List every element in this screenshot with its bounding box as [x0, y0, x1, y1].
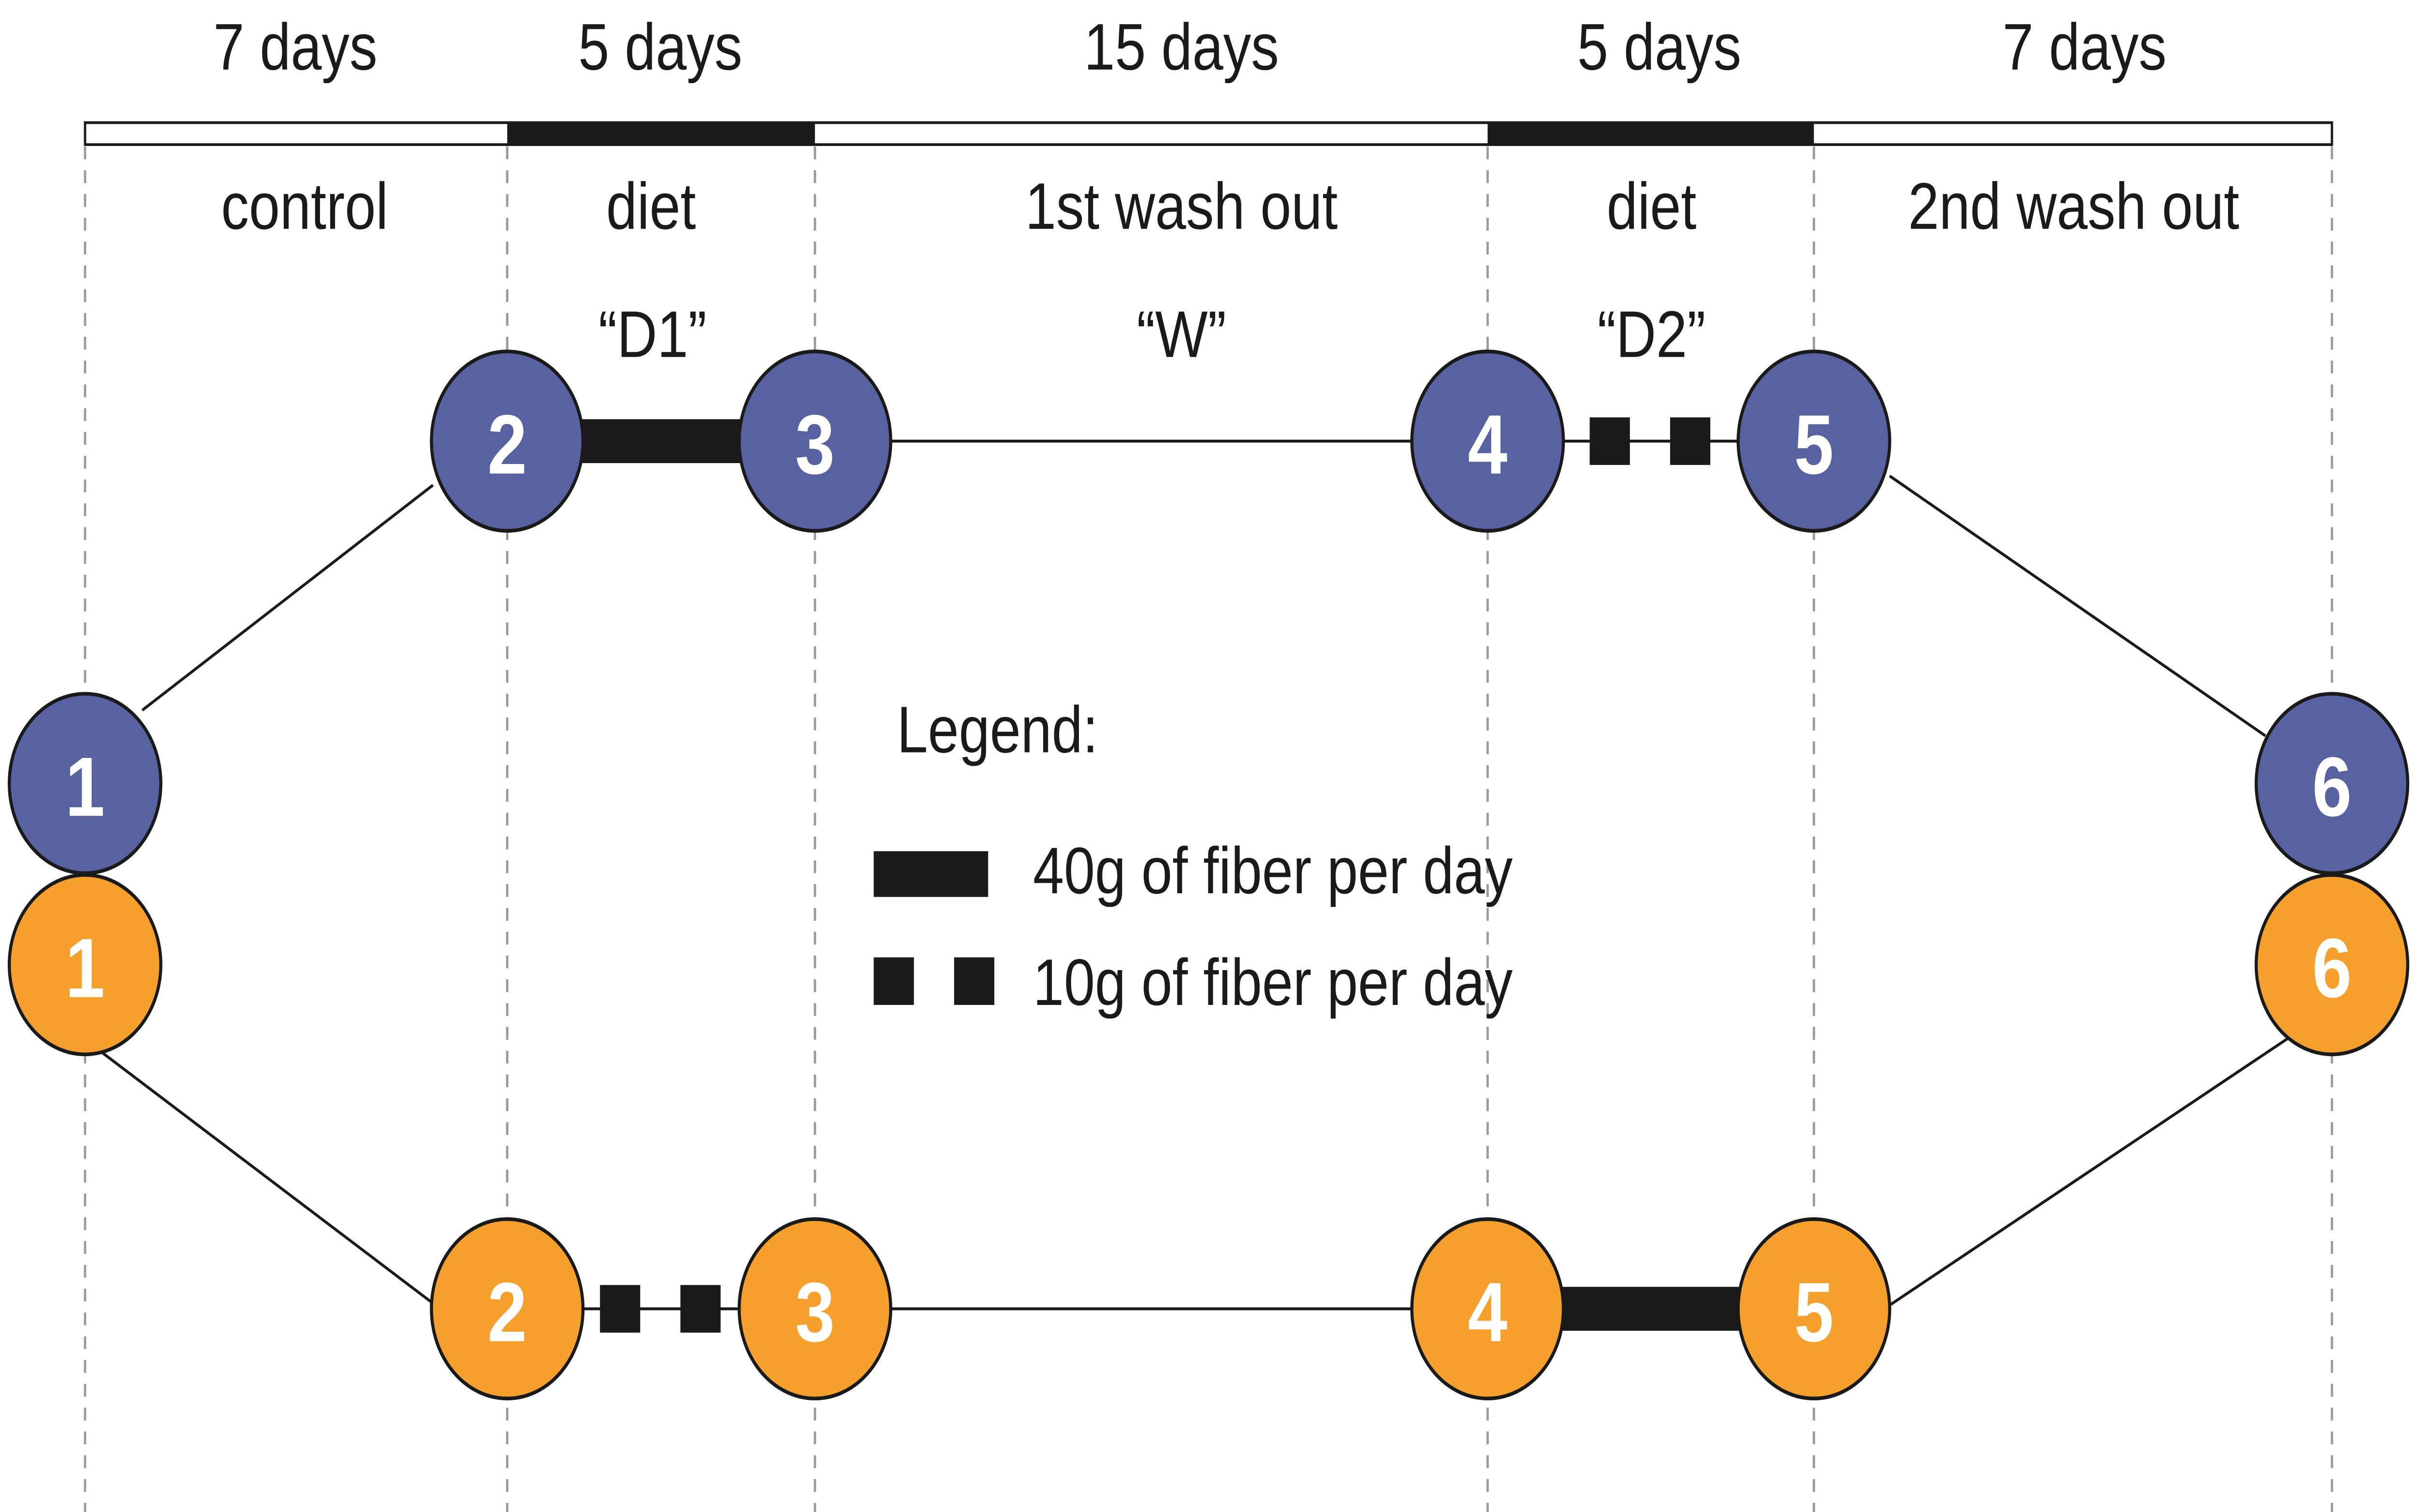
legend: Legend: 40g of fiber per day 10g of fibe… [874, 693, 1513, 1019]
period-code: “D2” [1598, 297, 1706, 371]
svg-text:4: 4 [1468, 398, 1507, 492]
svg-text:1: 1 [65, 921, 105, 1015]
duration-label: 5 days [578, 10, 742, 84]
duration-label: 7 days [2003, 10, 2167, 84]
orange-node-6: 6 [2255, 873, 2410, 1057]
orange-node-4: 4 [1410, 1217, 1565, 1400]
phase-label: control [221, 169, 388, 243]
fiber-square [1589, 417, 1630, 465]
thick-fiber-bar [1558, 1287, 1745, 1331]
legend-square-symbol [874, 957, 914, 1005]
phase-label: 2nd wash out [1908, 169, 2239, 243]
orange-node-2: 2 [430, 1217, 585, 1400]
blue-node-1: 1 [7, 692, 162, 875]
blue-node-4: 4 [1410, 349, 1565, 533]
orange-node-5: 5 [1736, 1217, 1892, 1400]
blue-node-3: 3 [737, 349, 892, 533]
svg-text:6: 6 [2312, 740, 2352, 834]
svg-text:2: 2 [487, 398, 527, 492]
orange-group-nodes: 1 2 3 4 5 6 [7, 873, 2410, 1400]
legend-item-label: 10g of fiber per day [1033, 945, 1513, 1019]
svg-text:3: 3 [795, 1265, 835, 1359]
orange-node-1: 1 [7, 873, 162, 1057]
orange-node-3: 3 [737, 1217, 892, 1400]
legend-thick-bar-symbol [874, 851, 989, 897]
svg-text:3: 3 [795, 398, 835, 492]
legend-square-symbol [954, 957, 994, 1005]
fiber-square [680, 1285, 721, 1333]
blue-node-6: 6 [2255, 692, 2410, 875]
phase-label: diet [1607, 169, 1697, 243]
duration-label: 7 days [213, 10, 377, 84]
blue-group-nodes: 1 2 3 4 5 6 [7, 349, 2410, 875]
svg-text:5: 5 [1794, 398, 1834, 492]
legend-title: Legend: [897, 693, 1098, 766]
blue-group-connectors [141, 417, 2266, 737]
orange-group-connectors [101, 1036, 2289, 1333]
thick-fiber-bar [580, 419, 743, 464]
timeline-bar [84, 121, 2333, 146]
diet-period-1-bar [507, 122, 815, 145]
duration-label: 15 days [1084, 10, 1279, 84]
svg-text:4: 4 [1468, 1265, 1507, 1359]
blue-node-5: 5 [1736, 349, 1892, 533]
svg-text:5: 5 [1794, 1265, 1834, 1359]
legend-item-label: 40g of fiber per day [1033, 834, 1513, 907]
blue-node-2: 2 [430, 349, 585, 533]
duration-label: 5 days [1577, 10, 1741, 84]
phase-label: diet [606, 169, 696, 243]
period-code: “D1” [598, 297, 707, 371]
fiber-square [600, 1285, 641, 1333]
svg-text:1: 1 [65, 740, 105, 834]
svg-text:2: 2 [487, 1265, 527, 1359]
period-code: “W” [1136, 297, 1226, 371]
phase-label: 1st wash out [1025, 169, 1338, 243]
svg-text:6: 6 [2312, 921, 2352, 1015]
fiber-square [1670, 417, 1711, 465]
diet-period-2-bar [1487, 122, 1814, 145]
